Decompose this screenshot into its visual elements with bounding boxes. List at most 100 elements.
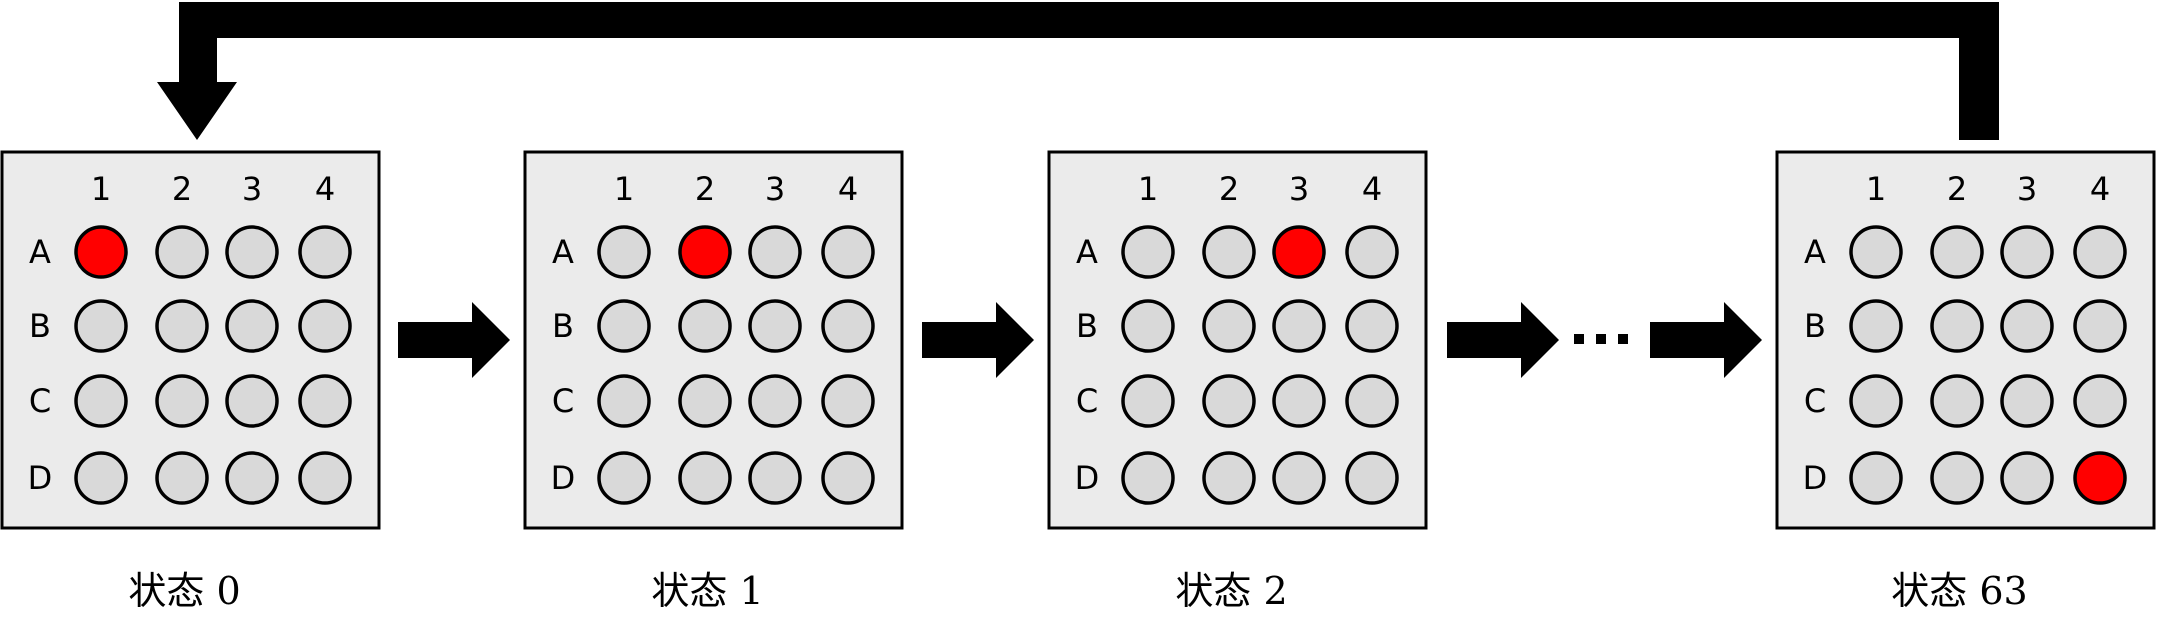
led-off bbox=[2000, 451, 2054, 505]
led-off bbox=[748, 299, 802, 353]
ellipsis-dot bbox=[1618, 334, 1628, 344]
row-label: D bbox=[1803, 459, 1828, 497]
led-off bbox=[298, 451, 352, 505]
led-on bbox=[678, 225, 732, 279]
right-arrow-icon bbox=[1650, 302, 1762, 378]
led-off bbox=[298, 299, 352, 353]
led-off bbox=[1202, 451, 1256, 505]
led-off bbox=[2000, 225, 2054, 279]
state-caption: 状态 0 bbox=[128, 569, 240, 613]
ellipsis-dot bbox=[1596, 334, 1606, 344]
led-off bbox=[2073, 225, 2127, 279]
state-caption: 状态 1 bbox=[651, 569, 763, 613]
led-off bbox=[1930, 299, 1984, 353]
right-arrow-icon bbox=[1447, 302, 1559, 378]
column-label: 3 bbox=[2017, 170, 2037, 208]
column-label: 2 bbox=[695, 170, 715, 208]
row-label: B bbox=[552, 307, 574, 345]
row-label: D bbox=[1075, 459, 1100, 497]
led-off bbox=[1930, 451, 1984, 505]
column-label: 3 bbox=[1289, 170, 1309, 208]
column-label: 1 bbox=[91, 170, 111, 208]
led-on bbox=[74, 225, 128, 279]
led-off bbox=[225, 299, 279, 353]
led-off bbox=[225, 225, 279, 279]
loop-back-arrow-path bbox=[157, 2, 1999, 140]
led-off bbox=[678, 451, 732, 505]
state-caption: 状态 2 bbox=[1175, 569, 1287, 613]
column-label: 2 bbox=[1219, 170, 1239, 208]
led-off bbox=[1849, 225, 1903, 279]
led-off bbox=[298, 374, 352, 428]
row-label: A bbox=[29, 233, 51, 271]
led-off bbox=[1849, 451, 1903, 505]
led-off bbox=[225, 451, 279, 505]
led-off bbox=[74, 451, 128, 505]
loop-back-arrow-icon bbox=[157, 2, 1999, 140]
led-off bbox=[1121, 451, 1175, 505]
led-off bbox=[1345, 451, 1399, 505]
led-off bbox=[1202, 299, 1256, 353]
led-off bbox=[1849, 374, 1903, 428]
led-off bbox=[74, 374, 128, 428]
led-off bbox=[225, 374, 279, 428]
right-arrow-icon bbox=[398, 302, 510, 378]
led-off bbox=[821, 374, 875, 428]
led-off bbox=[155, 374, 209, 428]
led-off bbox=[74, 299, 128, 353]
row-label: B bbox=[1804, 307, 1826, 345]
column-label: 1 bbox=[1866, 170, 1886, 208]
led-off bbox=[821, 451, 875, 505]
row-label: B bbox=[29, 307, 51, 345]
row-label: C bbox=[29, 382, 51, 420]
column-label: 3 bbox=[765, 170, 785, 208]
led-off bbox=[1272, 299, 1326, 353]
row-label: D bbox=[28, 459, 53, 497]
column-label: 4 bbox=[315, 170, 335, 208]
led-off bbox=[1930, 374, 1984, 428]
row-label: C bbox=[1076, 382, 1098, 420]
led-off bbox=[678, 374, 732, 428]
led-off bbox=[1202, 374, 1256, 428]
led-off bbox=[748, 225, 802, 279]
column-label: 1 bbox=[1138, 170, 1158, 208]
row-label: D bbox=[551, 459, 576, 497]
led-off bbox=[597, 225, 651, 279]
transition-arrows bbox=[398, 302, 1762, 378]
led-off bbox=[678, 299, 732, 353]
column-label: 2 bbox=[1947, 170, 1967, 208]
column-label: 1 bbox=[614, 170, 634, 208]
led-off bbox=[1121, 374, 1175, 428]
column-label: 4 bbox=[838, 170, 858, 208]
led-off bbox=[1345, 299, 1399, 353]
led-off bbox=[298, 225, 352, 279]
led-off bbox=[1202, 225, 1256, 279]
ellipsis-icon bbox=[1574, 334, 1628, 344]
led-off bbox=[1121, 299, 1175, 353]
state-caption: 状态 63 bbox=[1891, 569, 2027, 613]
led-off bbox=[821, 299, 875, 353]
row-label: A bbox=[1076, 233, 1098, 271]
column-label: 4 bbox=[2090, 170, 2110, 208]
ellipsis-dot bbox=[1574, 334, 1584, 344]
led-off bbox=[1345, 374, 1399, 428]
led-off bbox=[597, 451, 651, 505]
row-label: C bbox=[552, 382, 574, 420]
led-off bbox=[2000, 299, 2054, 353]
led-off bbox=[2073, 299, 2127, 353]
led-off bbox=[1849, 299, 1903, 353]
led-off bbox=[1121, 225, 1175, 279]
led-on bbox=[1272, 225, 1326, 279]
led-off bbox=[1272, 451, 1326, 505]
led-off bbox=[597, 374, 651, 428]
led-off bbox=[748, 451, 802, 505]
column-label: 3 bbox=[242, 170, 262, 208]
led-off bbox=[155, 451, 209, 505]
column-label: 2 bbox=[172, 170, 192, 208]
led-on bbox=[2073, 451, 2127, 505]
